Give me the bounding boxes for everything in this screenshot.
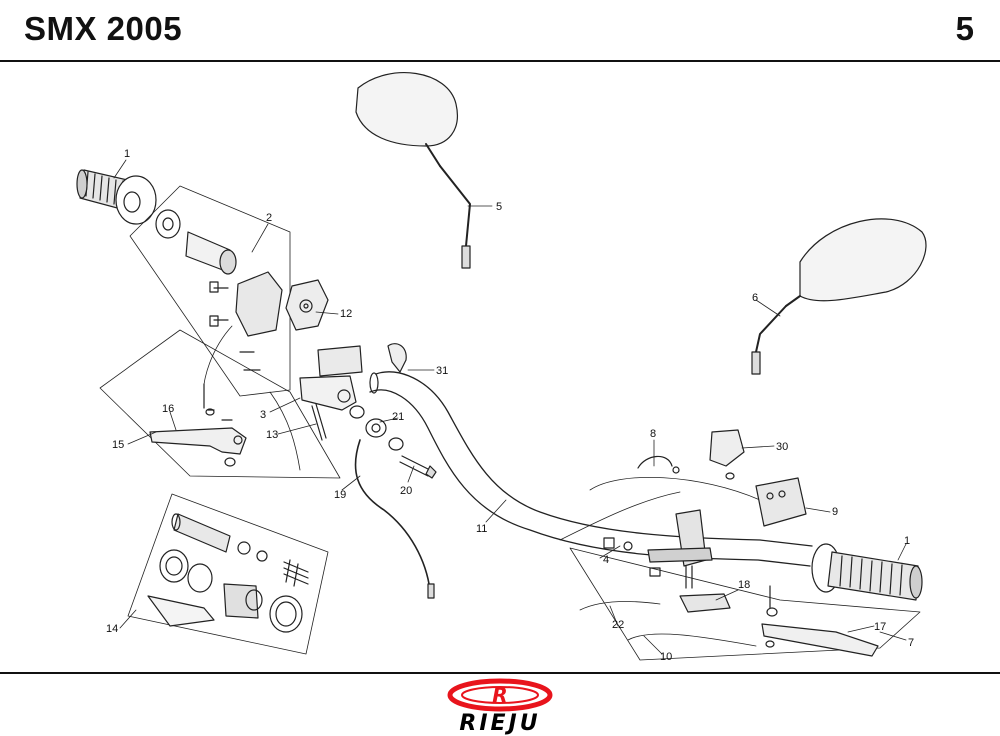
- rieju-logo: R RIEJU: [410, 678, 590, 736]
- callout-21: 21: [392, 411, 404, 423]
- callout-7: 7: [908, 637, 914, 649]
- header-divider: [0, 60, 1000, 62]
- callout-15: 15: [112, 439, 124, 451]
- callout-19: 19: [334, 489, 346, 501]
- callout-31: 31: [436, 365, 448, 377]
- callout-18: 18: [738, 579, 750, 591]
- left-mirror: [355, 72, 471, 269]
- callout-labels: 1 2 3 4 5 6 7 8 9 10 11 12 13 14 15 16 1…: [106, 148, 914, 663]
- right-switch-group: [637, 429, 807, 527]
- rieju-logo-emblem: R: [447, 678, 553, 712]
- callout-5: 5: [496, 201, 502, 213]
- callout-11: 11: [476, 523, 487, 535]
- brake-master-cylinder: [269, 343, 437, 599]
- brand-wordmark: RIEJU: [459, 711, 541, 736]
- handlebar-clamp: [647, 509, 713, 589]
- svg-text:R: R: [492, 683, 507, 707]
- page-footer: R RIEJU: [0, 674, 1000, 736]
- callout-14: 14: [106, 623, 118, 635]
- callout-10: 10: [660, 651, 672, 663]
- page-header: SMX 2005 5: [0, 0, 1000, 60]
- callout-4: 4: [603, 554, 609, 566]
- callout-16: 16: [162, 403, 174, 415]
- callout-30: 30: [776, 441, 788, 453]
- callout-1-left: 1: [124, 148, 130, 160]
- callout-3: 3: [260, 409, 266, 421]
- handlebar: [369, 371, 813, 567]
- leader-lines: [113, 159, 907, 655]
- callout-13: 13: [266, 429, 278, 441]
- left-switch-housing: [285, 279, 329, 331]
- page-title: SMX 2005: [24, 10, 183, 47]
- callout-12: 12: [340, 308, 352, 320]
- callout-1-right: 1: [904, 535, 910, 547]
- callout-8: 8: [650, 428, 656, 440]
- exploded-parts-diagram: 1 2 3 4 5 6 7 8 9 10 11 12 13 14 15 16 1…: [76, 72, 927, 663]
- callout-2: 2: [266, 212, 272, 224]
- left-grip-part: [76, 169, 157, 225]
- footer-divider: [0, 672, 1000, 674]
- callout-6: 6: [752, 292, 758, 304]
- throttle-assembly-group: [129, 185, 291, 397]
- brake-lever-group: [99, 329, 341, 479]
- right-mirror: [751, 218, 927, 375]
- right-grip-part: [811, 543, 923, 601]
- clutch-lever-group: [569, 537, 921, 661]
- callout-22: 22: [612, 619, 624, 631]
- callout-17: 17: [874, 621, 886, 633]
- callout-20: 20: [400, 485, 412, 497]
- page-number: 5: [955, 10, 974, 47]
- rebuild-kit-group: [127, 493, 329, 655]
- callout-9: 9: [832, 506, 838, 518]
- throttle-cable: [203, 325, 233, 387]
